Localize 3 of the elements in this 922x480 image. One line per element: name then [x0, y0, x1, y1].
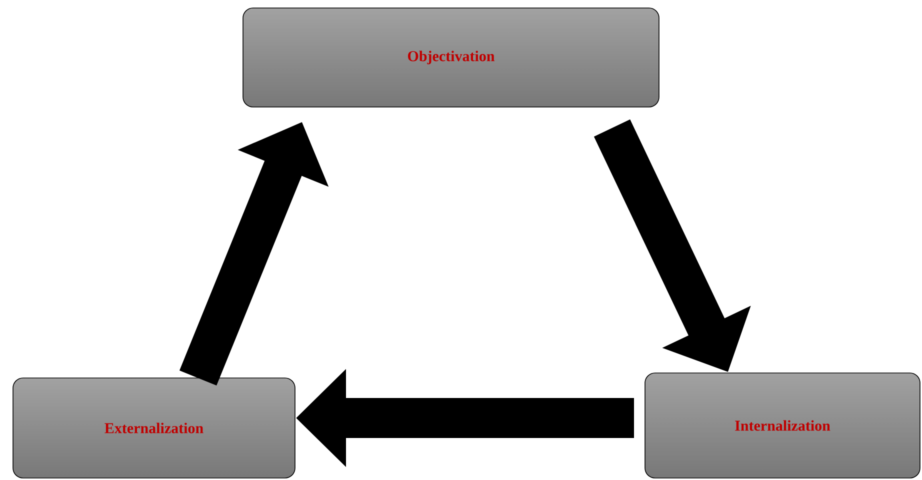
process-box: Internalization — [644, 372, 920, 478]
process-box: Objectivation — [242, 8, 660, 108]
process-box: Externalization — [12, 378, 296, 478]
